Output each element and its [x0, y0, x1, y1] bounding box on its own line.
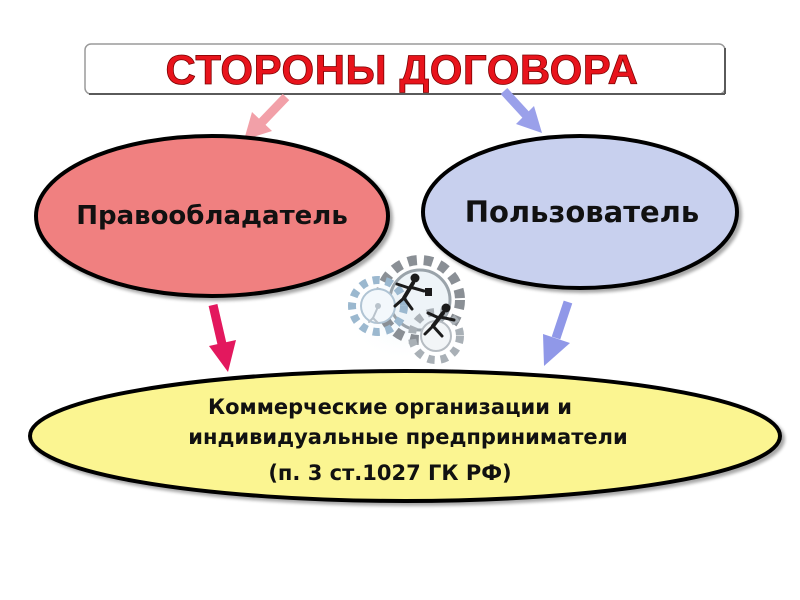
- rightholder-node: [34, 134, 390, 298]
- parties-line-2: индивидуальные предприниматели: [188, 425, 628, 449]
- gears-people-icon: [343, 255, 467, 364]
- parties-line-1: Коммерческие организации и: [208, 395, 572, 419]
- page-title: СТОРОНЫ ДОГОВОРА: [166, 46, 639, 93]
- arrow-rightholder-to-parties: [208, 303, 236, 372]
- arrow-title-to-rightholder: [244, 93, 290, 140]
- parties-node: [28, 369, 782, 503]
- arrow-title-to-user: [500, 87, 542, 133]
- arrow-user-to-parties: [543, 300, 573, 366]
- user-node: [421, 134, 739, 290]
- parties-line-3: (п. 3 ст.1027 ГК РФ): [268, 461, 511, 485]
- title-frame: СТОРОНЫ ДОГОВОРА: [84, 43, 726, 95]
- user-label: Пользователь: [465, 195, 700, 229]
- rightholder-label: Правообладатель: [76, 201, 348, 231]
